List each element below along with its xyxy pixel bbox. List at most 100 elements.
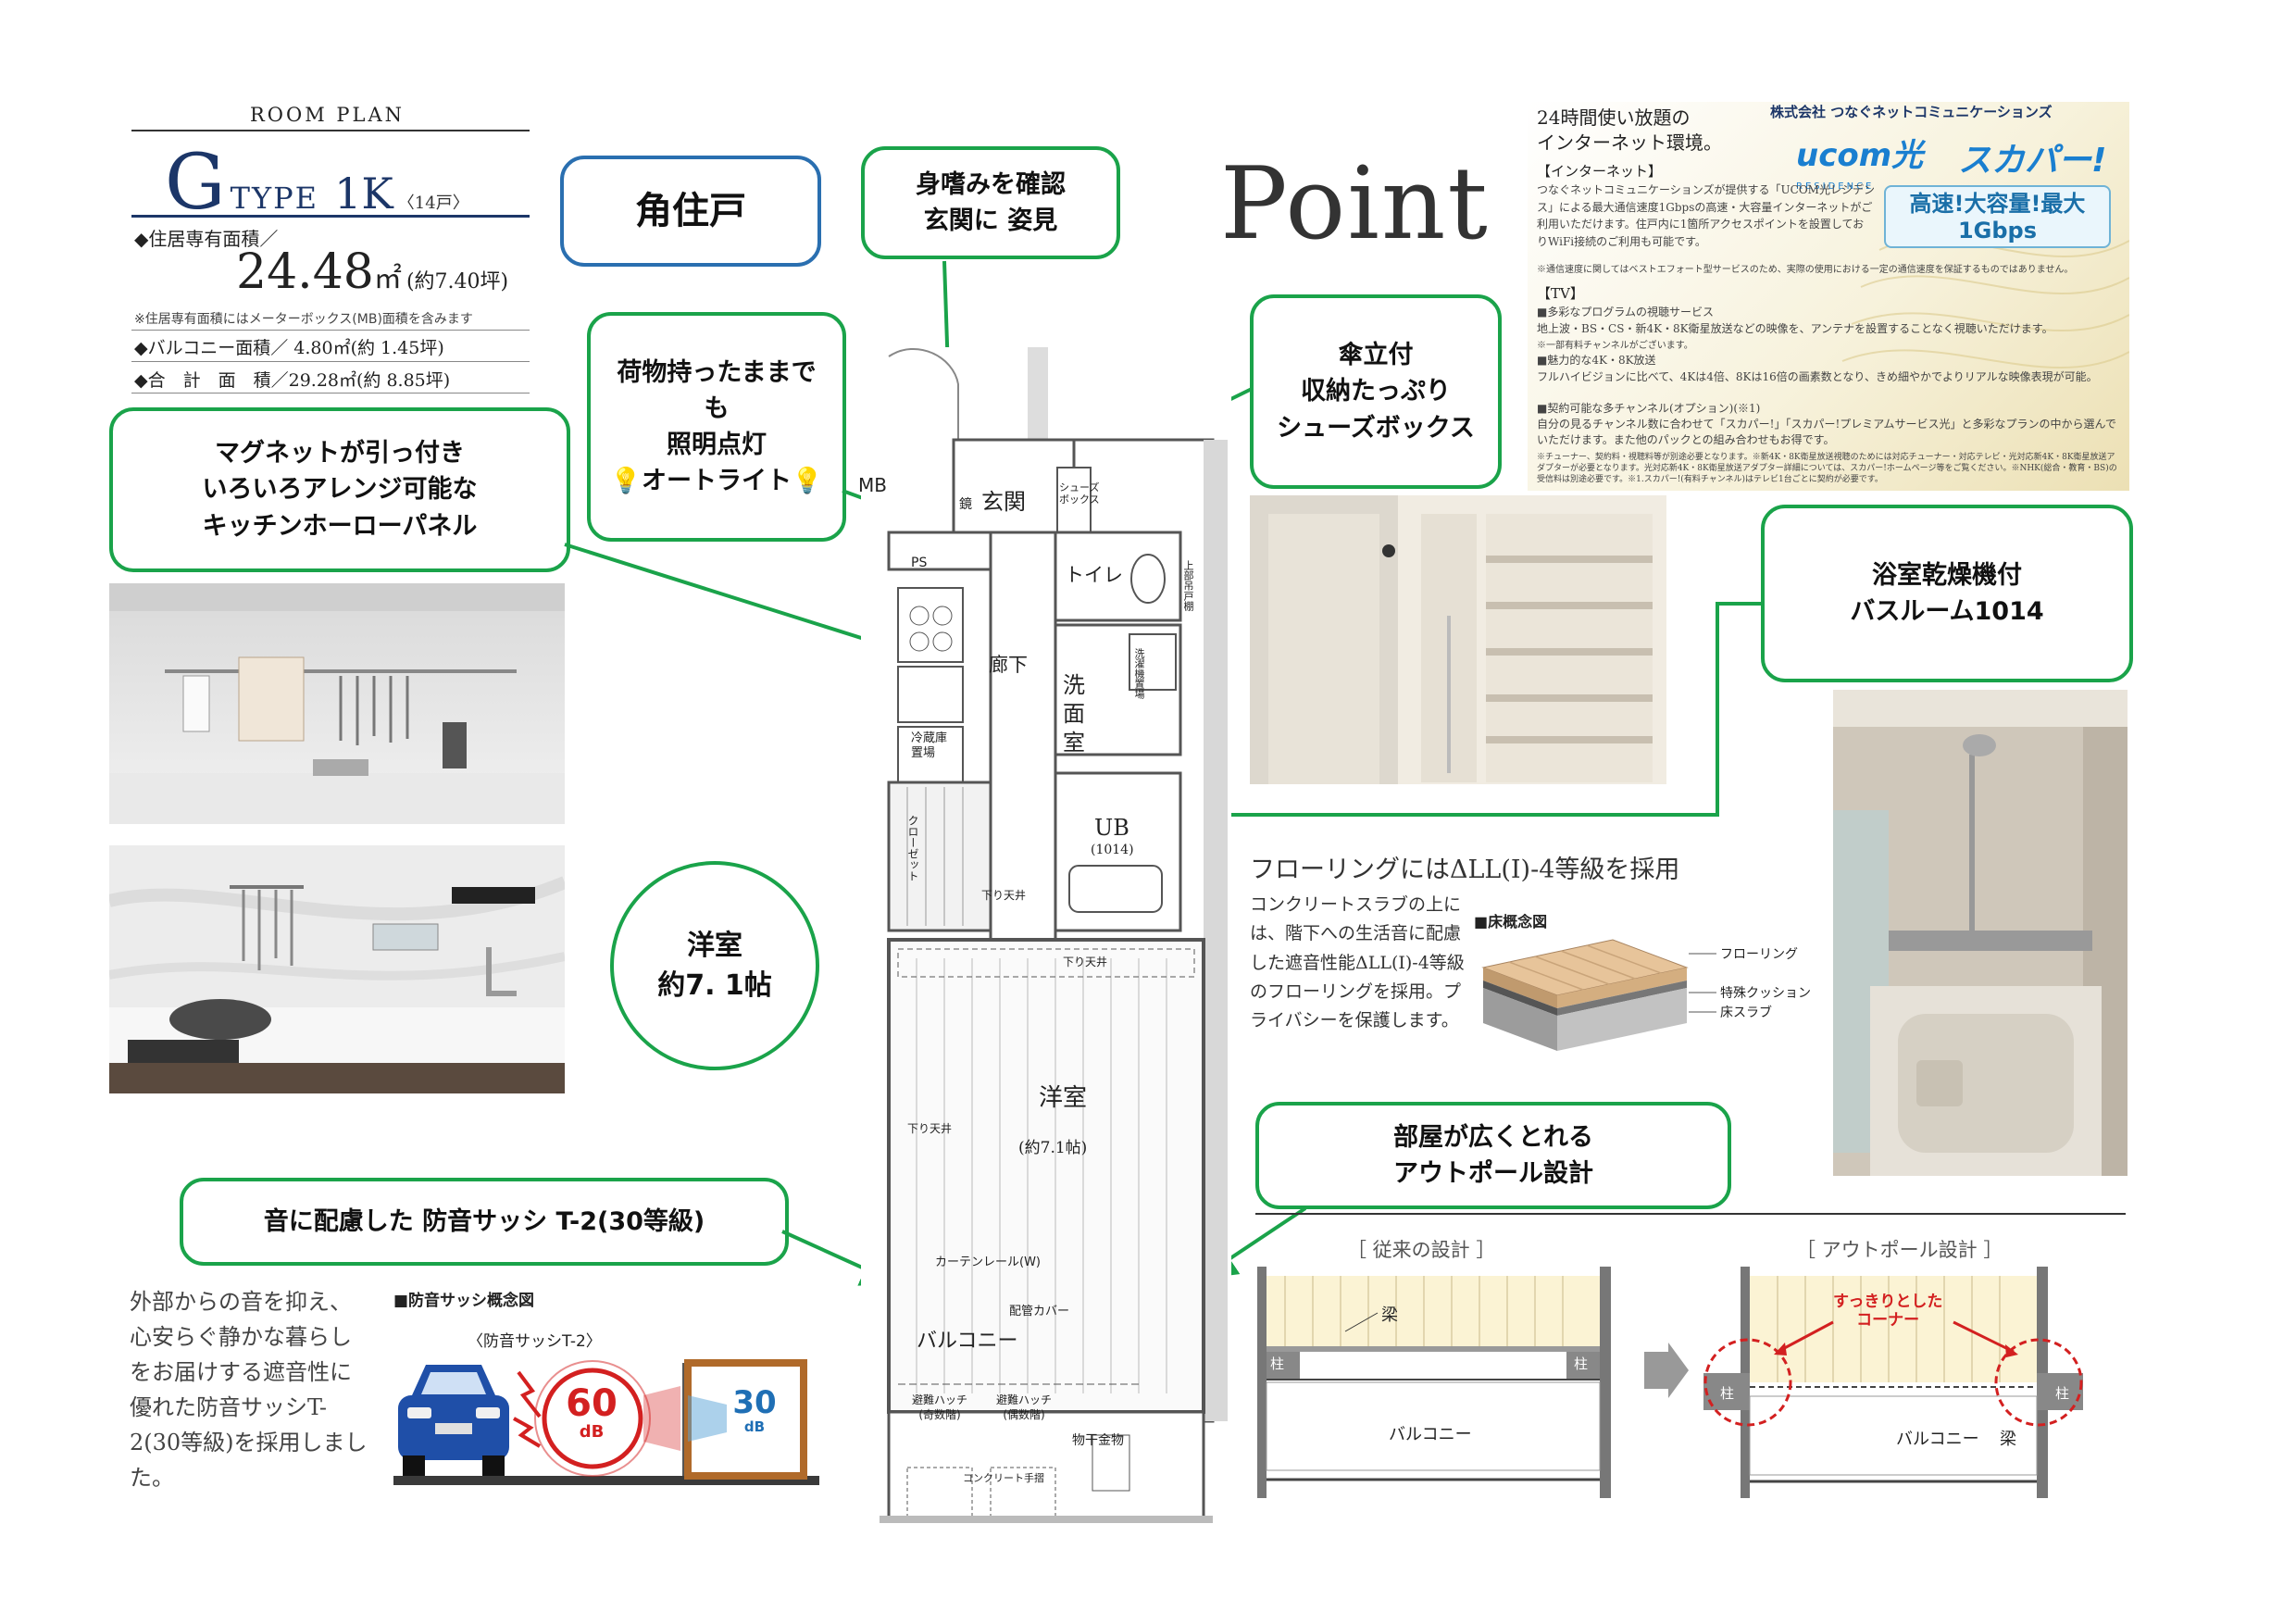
fp-lowered-ceiling-1: 下り天井 <box>981 889 1027 902</box>
compare-right-balcony: バルコニー <box>1896 1430 1979 1449</box>
area-value: 24.48 <box>236 244 374 300</box>
tv1-note: ※一部有料チャンネルがございます。 <box>1537 341 1693 351</box>
tv1-body: 地上波・BS・CS・新4K・8K衛星放送などの映像を、アンテナを設置することなく… <box>1537 322 2053 335</box>
flooring-body: コンクリートスラブの上には、階下への生活音に配慮した遮音性能ΔLL(Ⅰ)-4等級… <box>1250 894 1465 1031</box>
compare-corner-note: すっきりとした コーナー <box>1833 1293 1943 1330</box>
compare-left-diagram <box>1257 1267 1637 1498</box>
skyperfect-logo: スカパー! <box>1958 142 2107 180</box>
type-heading: G TYPE 1K 〈14戸〉 <box>165 139 469 227</box>
section-internet: 【インターネット】 <box>1537 163 1663 180</box>
inner-db-unit: dB <box>743 1418 766 1435</box>
tv2-head: ■魅力的な4K・8K放送 <box>1537 354 1656 367</box>
arrow-magnet <box>564 543 905 658</box>
bathroom-photo <box>1833 690 2128 1176</box>
fp-hatch-even: 避難ハッチ (偶数階) <box>996 1393 1053 1421</box>
shoes-box-photo <box>1250 495 1666 784</box>
fp-washroom: 洗面室 <box>1063 672 1085 756</box>
divider-1 <box>131 330 530 331</box>
kitchen-counter-image <box>109 845 565 1093</box>
units-text: 〈14戸〉 <box>397 194 469 213</box>
arrow-bath <box>1169 602 1764 833</box>
fp-lowered-ceiling-2: 下り天井 <box>1063 956 1108 968</box>
fp-lowered-ceiling-3: 下り天井 <box>907 1122 953 1135</box>
floor-layer-cushion: 特殊クッション <box>1720 986 1811 1001</box>
callout-kitchen-panel: マグネットが引っ付き いろいろアレンジ可能な キッチンホーローパネル <box>109 407 570 572</box>
ucom-logo-sub: RESIDENCE <box>1796 181 1875 192</box>
fp-upper-cabinet: 上部吊戸棚 <box>1182 560 1194 611</box>
sash-label: 〈防音サッシT-2〉 <box>468 1332 602 1351</box>
fp-fridge: 冷蔵庫置場 <box>911 731 948 761</box>
floor-layer-flooring: フローリング <box>1720 947 1798 962</box>
fp-washer: 洗濯機置場 <box>1133 648 1145 699</box>
fp-hallway: 廊下 <box>989 654 1028 676</box>
sash-inner-db: 30 dB <box>722 1387 787 1435</box>
fp-hatch-odd: 避難ハッチ (奇数階) <box>912 1393 968 1421</box>
callout-entrance-mirror: 身嗜みを確認 玄関に 姿見 <box>861 146 1120 259</box>
room-plan-label: ROOM PLAN <box>250 104 406 126</box>
bathroom-image <box>1833 690 2128 1176</box>
outer-db-value: 60 <box>566 1382 618 1425</box>
floor-plan <box>861 347 1231 1523</box>
fp-room-size: (約7.1帖) <box>1018 1139 1088 1157</box>
compare-right-beam: 梁 <box>2000 1430 2016 1449</box>
compare-left-beam: 梁 <box>1381 1305 1398 1325</box>
callout-sash: 音に配慮した 防音サッシ T-2(30等級) <box>180 1178 789 1266</box>
floor-diagram <box>1481 939 1716 1051</box>
divider-3 <box>131 393 530 394</box>
compare-left-title: ［ 従来の設計 ］ <box>1347 1239 1496 1261</box>
fp-laundry: 物干金物 <box>1072 1433 1124 1448</box>
compare-right-title: ［ アウトポール設計 ］ <box>1796 1239 2003 1261</box>
fp-ub: UB <box>1094 815 1129 841</box>
callout-bathroom: 浴室乾燥機付 バスルーム1014 <box>1761 505 2133 682</box>
outer-db-unit: dB <box>579 1422 605 1442</box>
fp-shoes-box: シューズ ボックス <box>1059 481 1100 506</box>
callout-outpole: 部屋が広くとれる アウトポール設計 <box>1255 1102 1731 1209</box>
fp-railing: コンクリート手摺 <box>963 1472 1044 1484</box>
sash-body: 外部からの音を抑え、心安らぐ静かな暮らしをお届けする遮音性に優れた防音サッシT-… <box>130 1289 368 1491</box>
tv2-body: フルハイビジョンに比べて、4Kは4倍、8Kは16倍の画素数となり、きめ細やかでよ… <box>1537 370 2098 383</box>
area-value-line: 24.48㎡ (約7.40坪) <box>236 244 508 300</box>
tv3-head: ■契約可能な多チャンネル(オプション)(※1) <box>1537 402 1761 415</box>
internet-note: ※通信速度に関してはベストエフォート型サービスのため、実際の使用における一定の通… <box>1537 265 2074 275</box>
fp-ub-size: (1014) <box>1091 843 1134 857</box>
tv1-head: ■多彩なプログラムの視聴サービス <box>1537 306 1714 319</box>
tv-note: ※チューナー、契約料・視聴料等が別途必要となります。※新4K・8K衛星放送視聴の… <box>1537 453 2117 485</box>
area-label: ◆住居専有面積／ <box>134 228 279 250</box>
callout-western-room: 洋室 約7. 1帖 <box>610 861 819 1070</box>
type-letter: G <box>165 139 226 227</box>
shoes-box-image <box>1250 495 1666 784</box>
section-tv: 【TV】 <box>1537 285 1584 302</box>
layout-text: 1K <box>334 169 393 219</box>
kitchen-panel-image <box>109 583 565 824</box>
sash-diagram <box>393 1359 819 1485</box>
compare-right-diagram <box>1694 1267 2120 1498</box>
ucom-logo-text: ucom光 <box>1796 137 1924 174</box>
area-unit: ㎡ <box>373 263 402 295</box>
fp-cover: 配管カバー <box>1009 1305 1070 1318</box>
total-area-row: ◆合 計 面 積／29.28㎡(約 8.85坪) <box>134 370 451 391</box>
internet-headline: 24時間使い放題の インターネット環境。 <box>1537 106 1722 154</box>
divider-2 <box>131 361 530 362</box>
fp-room: 洋室 <box>1039 1084 1088 1112</box>
sash-outer-db: 60 dB <box>555 1385 628 1442</box>
fp-balcony: バルコニー <box>917 1330 1018 1353</box>
area-tsubo: (約7.40坪) <box>406 270 509 294</box>
fp-entrance: 玄関 <box>981 489 1026 515</box>
fp-mb: MB <box>858 474 887 496</box>
provider-name: 株式会社 つなぐネットコミュニケーションズ <box>1770 104 2053 120</box>
tv3-body: 自分の見るチャンネル数に合わせて「スカパー!」「スカパー!プレミアムサービス光」… <box>1537 418 2116 447</box>
compare-left-pillar-r: 柱 <box>1574 1355 1589 1372</box>
compare-right-pillar-r: 柱 <box>2055 1385 2070 1402</box>
flooring-title: フローリングにはΔLL(Ⅰ)-4等級を採用 <box>1250 856 1680 884</box>
ucom-logo: ucom光 RESIDENCE <box>1796 130 1923 193</box>
area-note: ※住居専有面積にはメーターボックス(MB)面積を含みます <box>134 312 473 327</box>
car-icon <box>398 1365 509 1476</box>
fp-curtain: カーテンレール(W) <box>935 1255 1041 1269</box>
balcony-area-row: ◆バルコニー面積／ 4.80㎡(約 1.45坪) <box>134 338 444 358</box>
header-rule-bottom <box>131 215 530 218</box>
speed-badge: 高速!大容量!最大 1Gbps <box>1884 185 2111 248</box>
fp-closet: クローゼット <box>906 815 919 881</box>
floor-layer-slab: 床スラブ <box>1720 1006 1772 1020</box>
fp-ps: PS <box>911 556 928 570</box>
callout-shoes-box: 傘立付 収納たっぷり シューズボックス <box>1250 294 1502 489</box>
